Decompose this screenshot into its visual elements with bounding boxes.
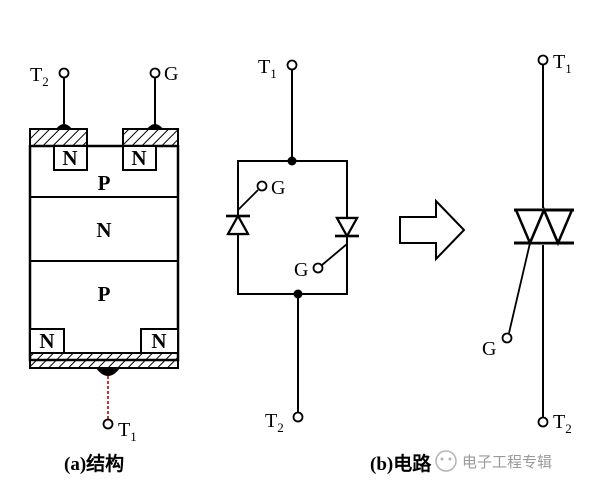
g-solder-blob: [147, 124, 163, 129]
circuit-t1-terminal: [286, 59, 298, 71]
circuit-caption: (b)电路: [370, 452, 432, 475]
symbol-t1-label: T1: [553, 51, 572, 76]
region-top-n-left: N: [62, 146, 77, 170]
circuit-gate-upper-dot: [256, 180, 268, 192]
structure-t1-label: T1: [118, 419, 137, 444]
t2-solder-blob: [56, 124, 72, 129]
structure-panel: N N P N P N N T2 G T1 (a)结构: [28, 63, 180, 475]
region-bottom-n-left: N: [39, 329, 54, 353]
symbol-t2-terminal: [537, 416, 549, 428]
transform-arrow-icon: [399, 198, 466, 262]
circuit-gate-lower-label: G: [294, 259, 308, 281]
bottom-contact: [29, 352, 179, 369]
triac-gate-lead: [508, 242, 531, 334]
region-p-bottom: P: [98, 282, 111, 306]
region-bottom-n-right: N: [151, 329, 166, 353]
structure-g-label: G: [164, 63, 178, 85]
symbol-t1-terminal: [537, 54, 549, 66]
symbol-t2-label: T2: [553, 411, 572, 436]
watermark-text: 电子工程专辑: [462, 453, 552, 471]
structure-leads: [63, 78, 156, 128]
circuit-t2-label: T2: [265, 410, 284, 435]
circuit-t2-terminal: [292, 411, 304, 423]
structure-t2-label: T2: [30, 64, 49, 89]
circuit-bottom-junction: [293, 289, 303, 299]
region-top-n-right: N: [131, 146, 146, 170]
t2-terminal-dot: [58, 67, 70, 79]
symbol-gate-label: G: [482, 338, 496, 360]
g-terminal-dot: [149, 67, 161, 79]
structure-caption: (a)结构: [64, 452, 124, 475]
circuit-gate-upper-label: G: [271, 177, 285, 199]
region-n-mid: N: [96, 218, 111, 242]
structure-body: [28, 144, 180, 362]
region-p-top: P: [98, 171, 111, 195]
watermark: 电子工程专辑: [435, 450, 552, 472]
top-n-left-box: [53, 145, 88, 171]
top-right-contact: [122, 128, 179, 147]
circuit-panel: T1 T2 G G (b)电路: [226, 56, 432, 475]
circuit-t1-label: T1: [258, 56, 277, 81]
circuit-top-junction: [287, 156, 297, 166]
top-n-right-box: [122, 145, 157, 171]
t1-solder-blob: [96, 368, 120, 376]
triac-symbol: T1 T2 G: [482, 51, 574, 436]
symbol-gate-terminal: [501, 332, 513, 344]
circuit-gate-lower-dot: [312, 262, 324, 274]
top-left-contact: [29, 128, 88, 147]
bottom-n-right-box: [140, 328, 179, 354]
t1-terminal-dot: [102, 418, 114, 430]
watermark-logo-icon: [435, 450, 457, 472]
